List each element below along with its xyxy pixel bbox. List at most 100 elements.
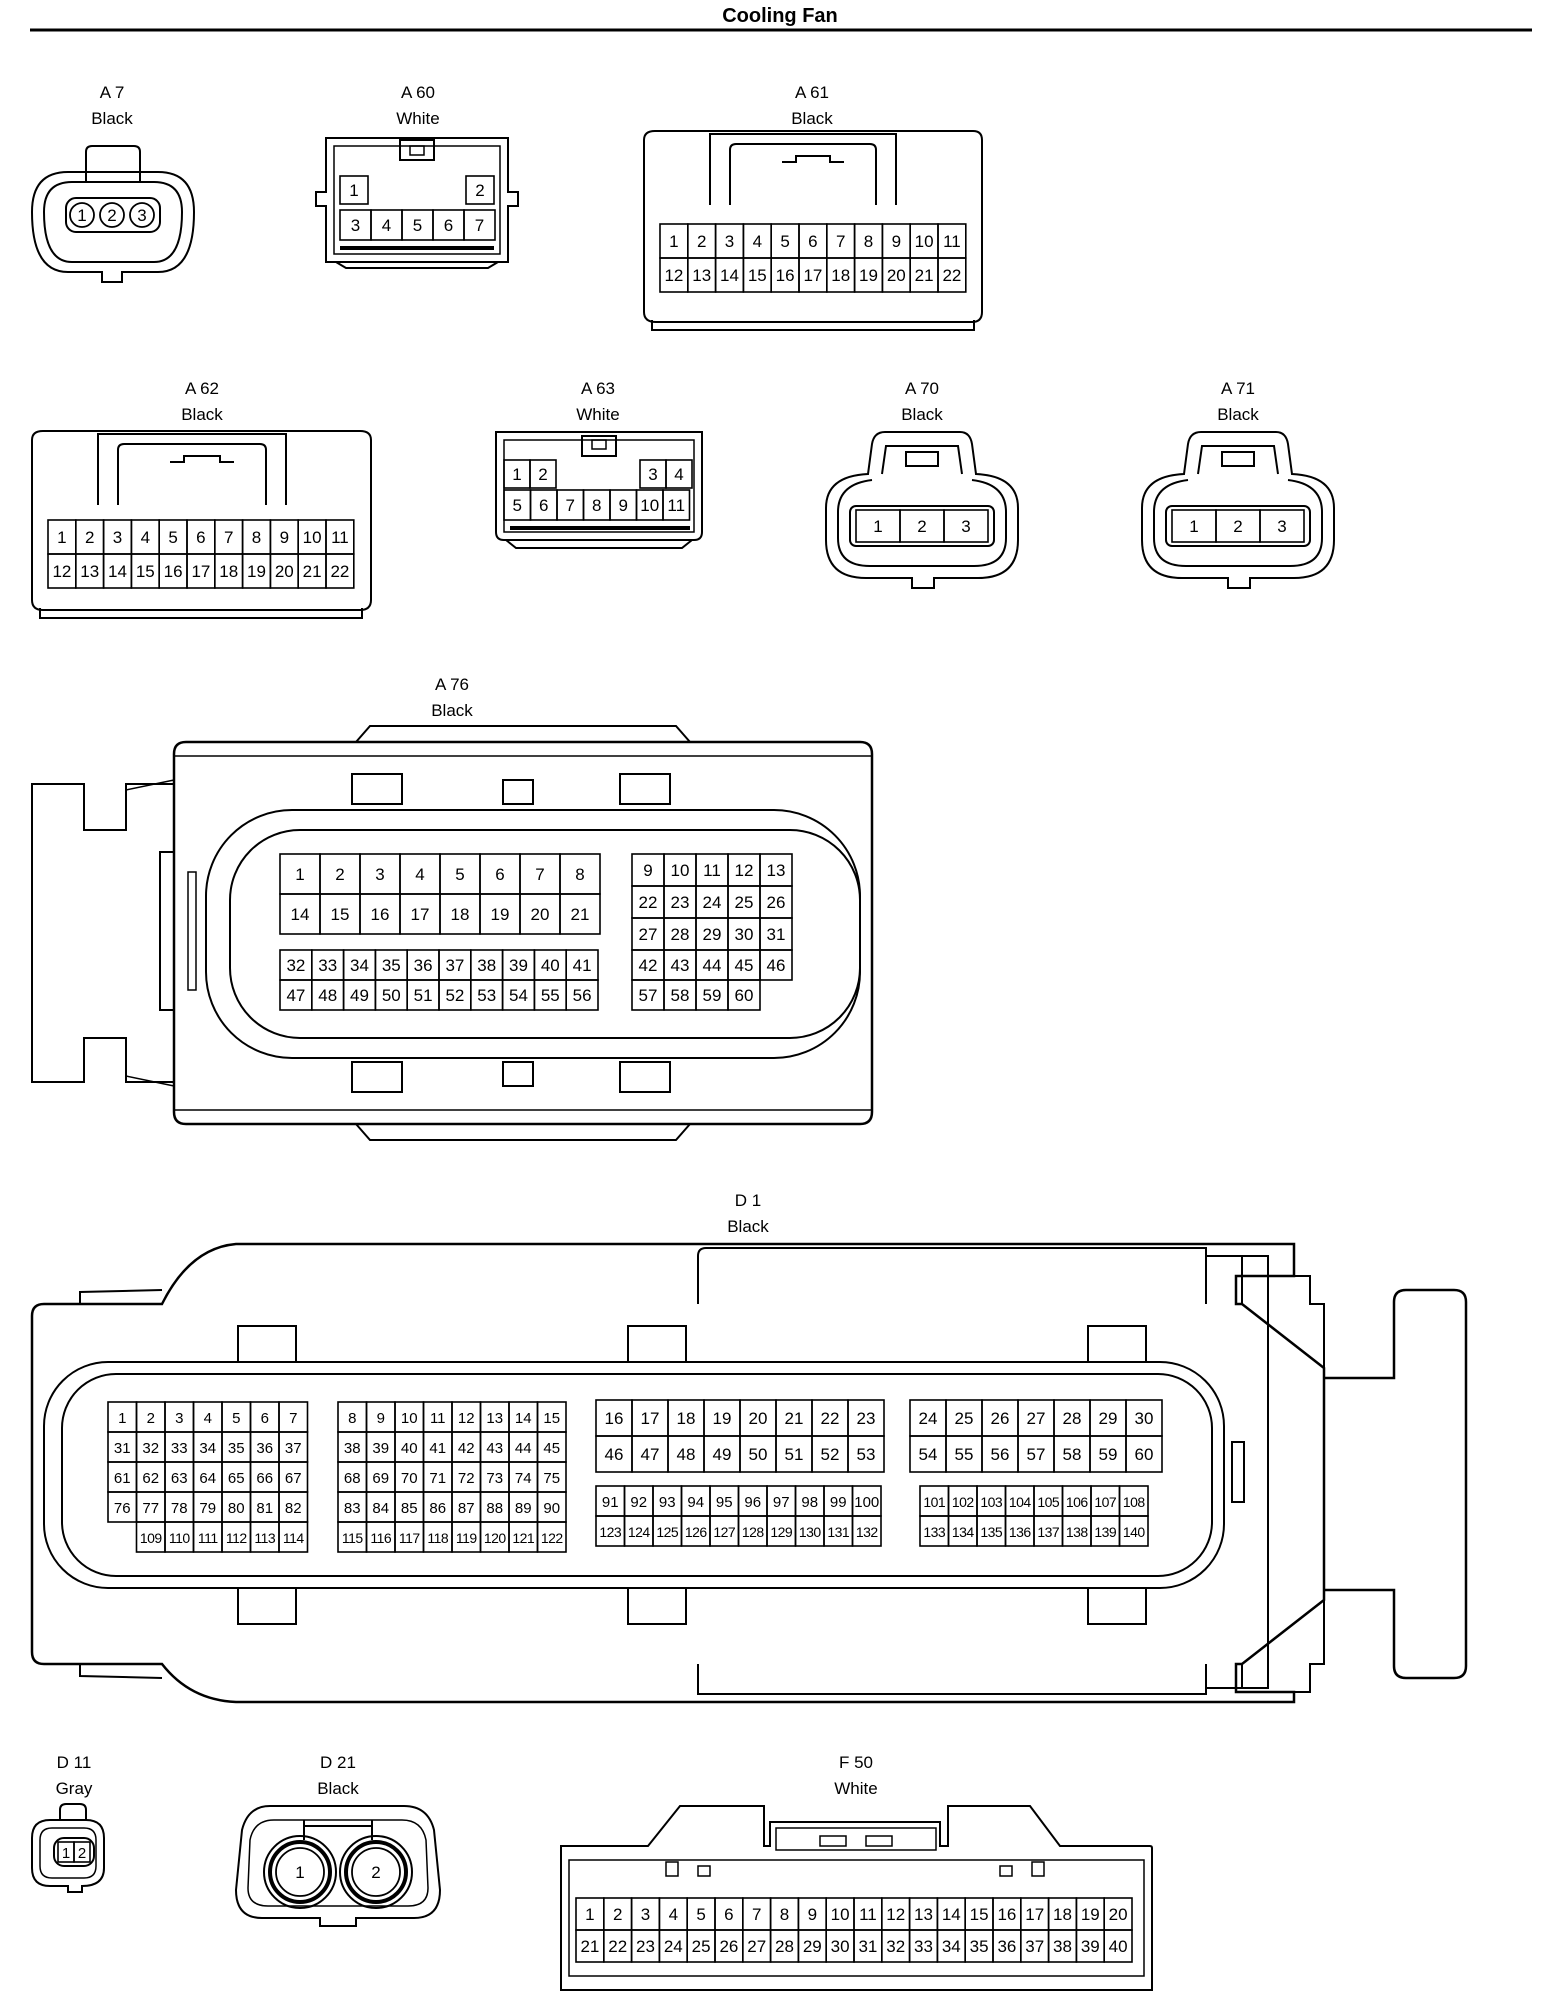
connector-d1-pin-label: 18 bbox=[677, 1409, 696, 1428]
connector-a61-pin-label: 6 bbox=[808, 232, 817, 251]
connector-a62-pin-label: 7 bbox=[224, 528, 233, 547]
connector-d1-pin-label: 137 bbox=[1037, 1524, 1060, 1540]
connector-d1-pin-label: 106 bbox=[1066, 1494, 1089, 1510]
connector-d1-pin-label: 129 bbox=[770, 1524, 793, 1540]
connector-f50-pin-label: 23 bbox=[636, 1937, 655, 1956]
connector-d1-pin-label: 125 bbox=[656, 1524, 679, 1540]
connector-d1-pin-label: 136 bbox=[1009, 1524, 1032, 1540]
connector-a76-pin-label: 6 bbox=[495, 865, 504, 884]
connector-d1-pin-label: 87 bbox=[458, 1500, 475, 1517]
connector-d1-pin-label: 5 bbox=[232, 1410, 240, 1427]
connector-d1-pin-label: 37 bbox=[285, 1440, 302, 1457]
connector-a76-pin-label: 33 bbox=[318, 956, 337, 975]
connector-d1-pin-label: 124 bbox=[628, 1524, 651, 1540]
connector-a62-pin-label: 17 bbox=[191, 562, 210, 581]
connector-d1-pin-label: 76 bbox=[114, 1500, 131, 1517]
connector-d1-pin-label: 75 bbox=[543, 1470, 560, 1487]
connector-d1-pin-label: 89 bbox=[515, 1500, 532, 1517]
connector-f50-pin-label: 31 bbox=[858, 1937, 877, 1956]
connector-a62-housing bbox=[31, 430, 372, 611]
connector-d21-pin-label: 1 bbox=[295, 1863, 304, 1882]
connector-a76-pin-label: 47 bbox=[286, 986, 305, 1005]
connector-d11-pin-label: 1 bbox=[62, 1845, 70, 1862]
connector-d1-pin-label: 109 bbox=[140, 1530, 163, 1546]
connector-a62-pin-label: 13 bbox=[80, 562, 99, 581]
connector-f50-pin-label: 35 bbox=[970, 1937, 989, 1956]
connector-a63-pin-label: 4 bbox=[674, 465, 683, 484]
connector-d1-pin-label: 139 bbox=[1094, 1524, 1117, 1540]
connector-f50-pin-label: 11 bbox=[859, 1905, 877, 1924]
connector-a76-pin-label: 23 bbox=[671, 893, 690, 912]
connector-a62-pin-label: 22 bbox=[330, 562, 349, 581]
connector-d1-pin-label: 100 bbox=[854, 1494, 879, 1511]
connector-f50-pin-label: 20 bbox=[1109, 1905, 1128, 1924]
connector-d1-pin-label: 32 bbox=[142, 1440, 159, 1457]
connector-d1-pin-label: 42 bbox=[458, 1440, 475, 1457]
connector-f50-pin-label: 14 bbox=[942, 1905, 961, 1924]
connector-d1-pin-label: 8 bbox=[348, 1410, 356, 1427]
connector-d1-pin-label: 28 bbox=[1063, 1409, 1082, 1428]
connector-d1-pin-label: 90 bbox=[543, 1500, 560, 1517]
connector-a60-code: A 60 bbox=[401, 83, 435, 102]
connector-d1-pin-label: 92 bbox=[630, 1494, 647, 1511]
connector-d1-pin-label: 59 bbox=[1099, 1445, 1118, 1464]
connector-d1-pin-label: 63 bbox=[171, 1470, 188, 1487]
connector-d1-pin-label: 121 bbox=[512, 1530, 535, 1546]
connector-a62-pin-label: 8 bbox=[252, 528, 261, 547]
connector-f50-pin-label: 6 bbox=[724, 1905, 733, 1924]
connector-a61-pin-label: 10 bbox=[915, 232, 934, 251]
connector-a60-pin-cell bbox=[463, 209, 496, 241]
connector-a62-pin-label: 2 bbox=[85, 528, 94, 547]
connector-a76-pin-label: 56 bbox=[573, 986, 592, 1005]
connector-d1-pin-cell bbox=[278, 1521, 309, 1553]
connector-d1-pin-label: 1 bbox=[118, 1410, 126, 1427]
connector-d1-pin-label: 67 bbox=[285, 1470, 302, 1487]
connector-a76-pin-cell bbox=[727, 979, 761, 1011]
connector-d1-pin-label: 127 bbox=[713, 1524, 736, 1540]
connector-d1-pin-cell bbox=[847, 1435, 885, 1473]
connector-a60-pin-label: 2 bbox=[475, 181, 484, 200]
connector-a63-latch bbox=[581, 435, 617, 457]
connector-d21-pin-ring bbox=[263, 1835, 337, 1909]
connector-f50-pin-label: 5 bbox=[696, 1905, 705, 1924]
connector-d1-pin-label: 27 bbox=[1027, 1409, 1046, 1428]
connector-d1-pin-label: 99 bbox=[830, 1494, 847, 1511]
connector-d1-pin-label: 113 bbox=[254, 1530, 276, 1546]
connector-f50-pin-label: 12 bbox=[886, 1905, 905, 1924]
connector-d1-pin-label: 68 bbox=[344, 1470, 361, 1487]
connector-a61-pin-label: 9 bbox=[892, 232, 901, 251]
connector-d1-pin-label: 101 bbox=[923, 1494, 946, 1510]
connector-a76-color: Black bbox=[431, 701, 473, 720]
connector-d1-pin-label: 120 bbox=[484, 1530, 507, 1546]
connector-d1-pin-label: 25 bbox=[955, 1409, 974, 1428]
connector-d1-pin-label: 52 bbox=[821, 1445, 840, 1464]
connector-a71-pin-label: 1 bbox=[1189, 517, 1198, 536]
connector-d1-pin-label: 117 bbox=[399, 1530, 421, 1546]
connector-a71-housing bbox=[1141, 431, 1335, 589]
connector-a76-pin-label: 1 bbox=[295, 865, 304, 884]
connector-a62-pin-label: 4 bbox=[141, 528, 150, 547]
connector-a61-pin-label: 14 bbox=[720, 266, 739, 285]
connector-d1-pin-label: 38 bbox=[344, 1440, 361, 1457]
connector-f50-pin-label: 40 bbox=[1109, 1937, 1128, 1956]
connector-a61-pin-label: 22 bbox=[942, 266, 961, 285]
connector-d1-pin-label: 128 bbox=[742, 1524, 765, 1540]
connector-a61-housing bbox=[643, 130, 983, 323]
connector-f50-pin-label: 34 bbox=[942, 1937, 961, 1956]
connector-d1-pin-label: 86 bbox=[429, 1500, 446, 1517]
connector-a63-pin-cell bbox=[665, 459, 693, 489]
connector-f50-pin-label: 37 bbox=[1025, 1937, 1044, 1956]
connector-f50-pin-label: 39 bbox=[1081, 1937, 1100, 1956]
connector-a76-pin-label: 25 bbox=[735, 893, 754, 912]
connector-f50-pin-label: 2 bbox=[613, 1905, 622, 1924]
connector-f50-code: F 50 bbox=[839, 1753, 873, 1772]
connector-a76-pin-label: 4 bbox=[415, 865, 424, 884]
connector-d1-pin-label: 13 bbox=[486, 1410, 503, 1427]
connector-a60-pin-label: 4 bbox=[382, 216, 391, 235]
connector-a7-pin-cell bbox=[69, 202, 95, 228]
connector-a60-housing-inner bbox=[333, 145, 501, 255]
connector-d1-pin-label: 10 bbox=[401, 1410, 418, 1427]
connector-d11-color: Gray bbox=[56, 1779, 93, 1798]
connector-a76-pin-label: 58 bbox=[671, 986, 690, 1005]
